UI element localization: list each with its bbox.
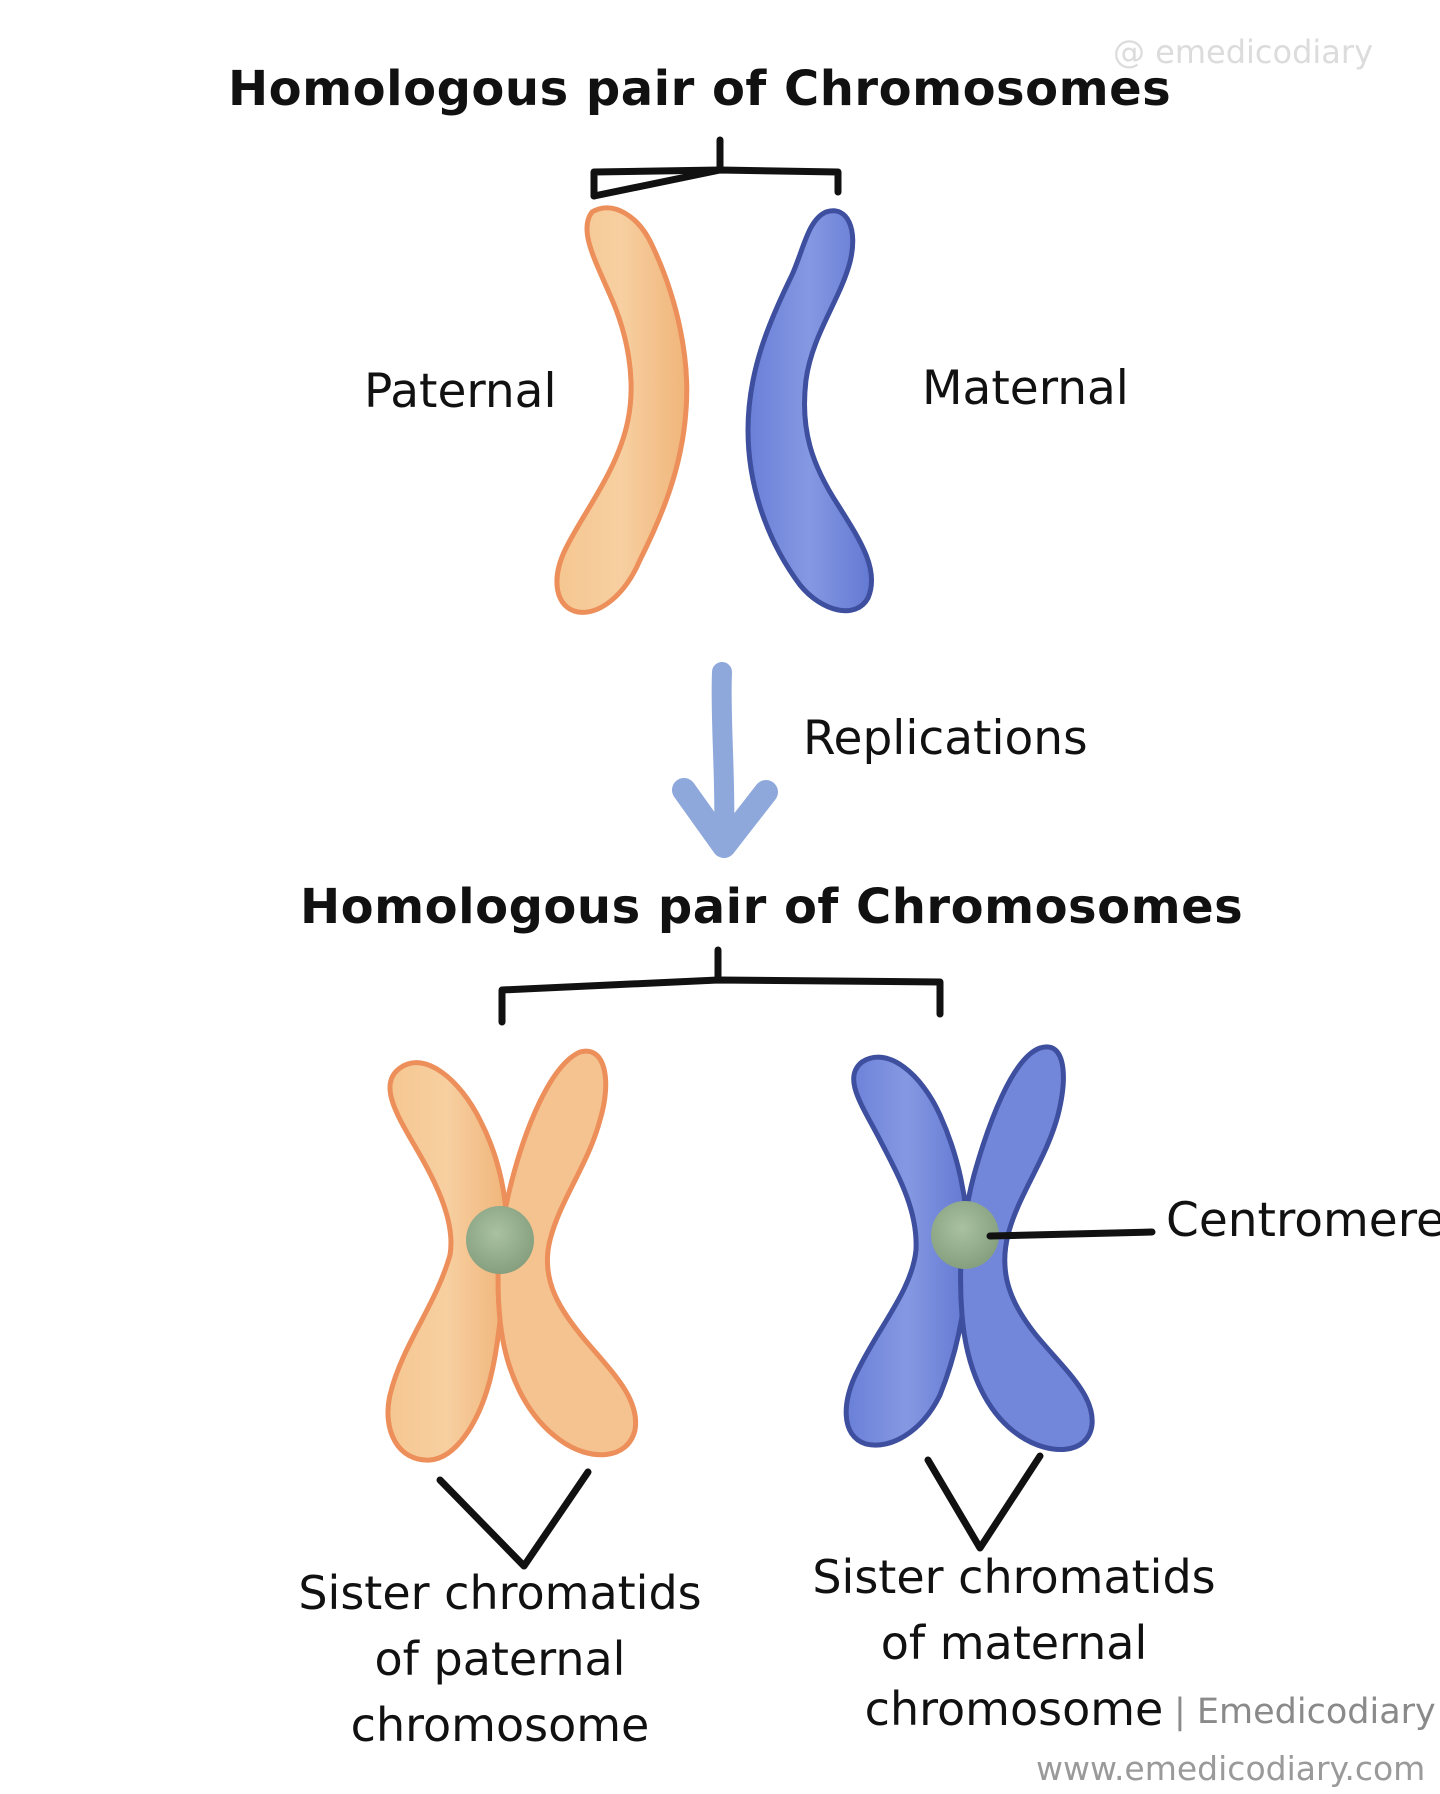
maternal-caption-line-2: of maternal: [880, 1616, 1148, 1670]
watermark-top: @ emedicodiary: [1113, 33, 1373, 71]
maternal-chromosome: [745, 208, 875, 614]
paternal-caption-line-2: of paternal: [374, 1632, 626, 1686]
maternal-label: Maternal: [922, 361, 1129, 416]
replication-arrow: [672, 662, 778, 858]
paternal-chromosome: [554, 205, 690, 615]
paternal-chromatid-right: [495, 1048, 639, 1458]
centromere-label: Centromere: [1166, 1193, 1440, 1248]
paternal-caption-line-3: chromosome: [350, 1698, 650, 1752]
maternal-chromatid-right: [958, 1044, 1095, 1453]
top-bracket: [590, 136, 842, 200]
top-title: Homologous pair of Chromosomes: [228, 61, 1172, 117]
centromere-pointer-line: [986, 1228, 1156, 1240]
maternal-caption-line-1: Sister chromatids: [812, 1550, 1216, 1604]
replication-label: Replications: [803, 711, 1088, 766]
paternal-sister-chromatids: [385, 1048, 639, 1463]
maternal-caption: Sister chromatids of maternal chromosome: [806, 1544, 1222, 1742]
maternal-v-bracket: [924, 1452, 1044, 1552]
brand-watermark: | Emedicodiary: [1174, 1692, 1436, 1732]
maternal-caption-line-3: chromosome: [864, 1682, 1164, 1736]
bottom-title: Homologous pair of Chromosomes: [300, 879, 1244, 935]
paternal-caption: Sister chromatids of paternal chromosome: [292, 1560, 708, 1758]
paternal-caption-line-1: Sister chromatids: [298, 1566, 702, 1620]
maternal-centromere: [931, 1201, 999, 1269]
maternal-chromatid-left: [843, 1054, 971, 1448]
paternal-v-bracket: [436, 1468, 592, 1570]
bottom-bracket: [498, 946, 944, 1026]
maternal-sister-chromatids: [843, 1044, 1095, 1453]
paternal-chromatid-left: [385, 1060, 510, 1463]
website-watermark: www.emedicodiary.com: [1036, 1749, 1426, 1788]
paternal-centromere: [466, 1206, 534, 1274]
paternal-label: Paternal: [364, 364, 557, 419]
